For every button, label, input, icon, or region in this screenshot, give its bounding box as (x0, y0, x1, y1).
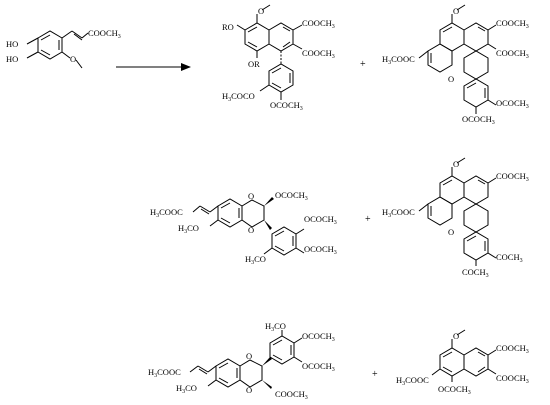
p4-acetyl-1: COCH3 (496, 252, 523, 264)
p2-ester-1: COOCH3 (496, 18, 529, 30)
p2-methoxy-o: O (453, 6, 459, 16)
p4-methoxy-o: O (453, 159, 459, 169)
product-6-structure (431, 329, 497, 382)
p3-ococh3: OCOCH3 (275, 190, 308, 202)
p1-acetoxy-2: OCOCH3 (270, 100, 303, 112)
p5-acetoxy-1: OCOCH3 (302, 331, 335, 343)
p2-acetoxy-2: OCOCH3 (462, 114, 495, 126)
p1-ester-2: COOCH3 (302, 48, 335, 60)
p2-ester-left: H3COOC (382, 54, 415, 66)
p6-acetoxy: OCOCH3 (438, 384, 471, 396)
p1-methoxy-o: O (258, 6, 264, 16)
p4-ester-left: H3COOC (382, 207, 415, 219)
reactant-ester: COOCH3 (88, 28, 121, 40)
plus-row1: + (360, 59, 366, 70)
reactant-methoxy-o: O (70, 54, 76, 64)
p3-acetoxy-1: OCOCH3 (304, 214, 337, 226)
p1-acetoxy-1: H3COCO (222, 91, 255, 103)
p3-methoxy: H3CO (178, 223, 199, 235)
p3-acetoxy-2: OCOCH3 (304, 244, 337, 256)
product-1-structure (236, 4, 303, 100)
p5-cooch3: COOCH3 (275, 389, 308, 401)
p1-ester-1: COOCH3 (302, 18, 335, 30)
p4-acetyl-2: COCH3 (462, 267, 489, 279)
p3-methoxy-2: H3CO (245, 254, 266, 266)
product-4-structure (418, 157, 497, 266)
reactant-ho-bottom: HO (6, 54, 18, 64)
p4-ring-oxygen: O (448, 227, 454, 237)
p6-ester-left: H3COOC (396, 375, 429, 387)
p5-h3co: H3CO (265, 321, 286, 333)
p6-ester-2: COOCH3 (496, 373, 529, 385)
reactant-structure (26, 30, 89, 69)
p5-oxygen-2: O (246, 385, 252, 395)
p6-methoxy-o: O (453, 331, 459, 341)
p2-acetoxy-1: OCOCH3 (496, 98, 529, 110)
p2-ester-2: COOCH3 (496, 48, 529, 60)
product-3-structure (192, 197, 305, 256)
plus-row2: + (365, 214, 371, 225)
p5-acetoxy-2: OCOCH3 (302, 361, 335, 373)
p3-oxygen-2: O (248, 225, 254, 235)
p3-ester-left: H3COOC (150, 207, 183, 219)
reactant-ho-top: HO (6, 39, 18, 49)
p1-ro: RO (222, 22, 234, 32)
p3-oxygen-1: O (248, 191, 254, 201)
p1-or: OR (248, 59, 260, 69)
product-5-structure (189, 330, 303, 389)
p6-ester-1: COOCH3 (496, 343, 529, 355)
plus-row3: + (372, 369, 378, 380)
product-2-structure (418, 4, 497, 114)
p5-ester-left: H3COOC (148, 367, 181, 379)
p4-ester: COOCH3 (496, 171, 529, 183)
p5-oxygen-1: O (246, 351, 252, 361)
p2-ring-oxygen: O (448, 74, 454, 84)
p5-methoxy: H3CO (176, 383, 197, 395)
